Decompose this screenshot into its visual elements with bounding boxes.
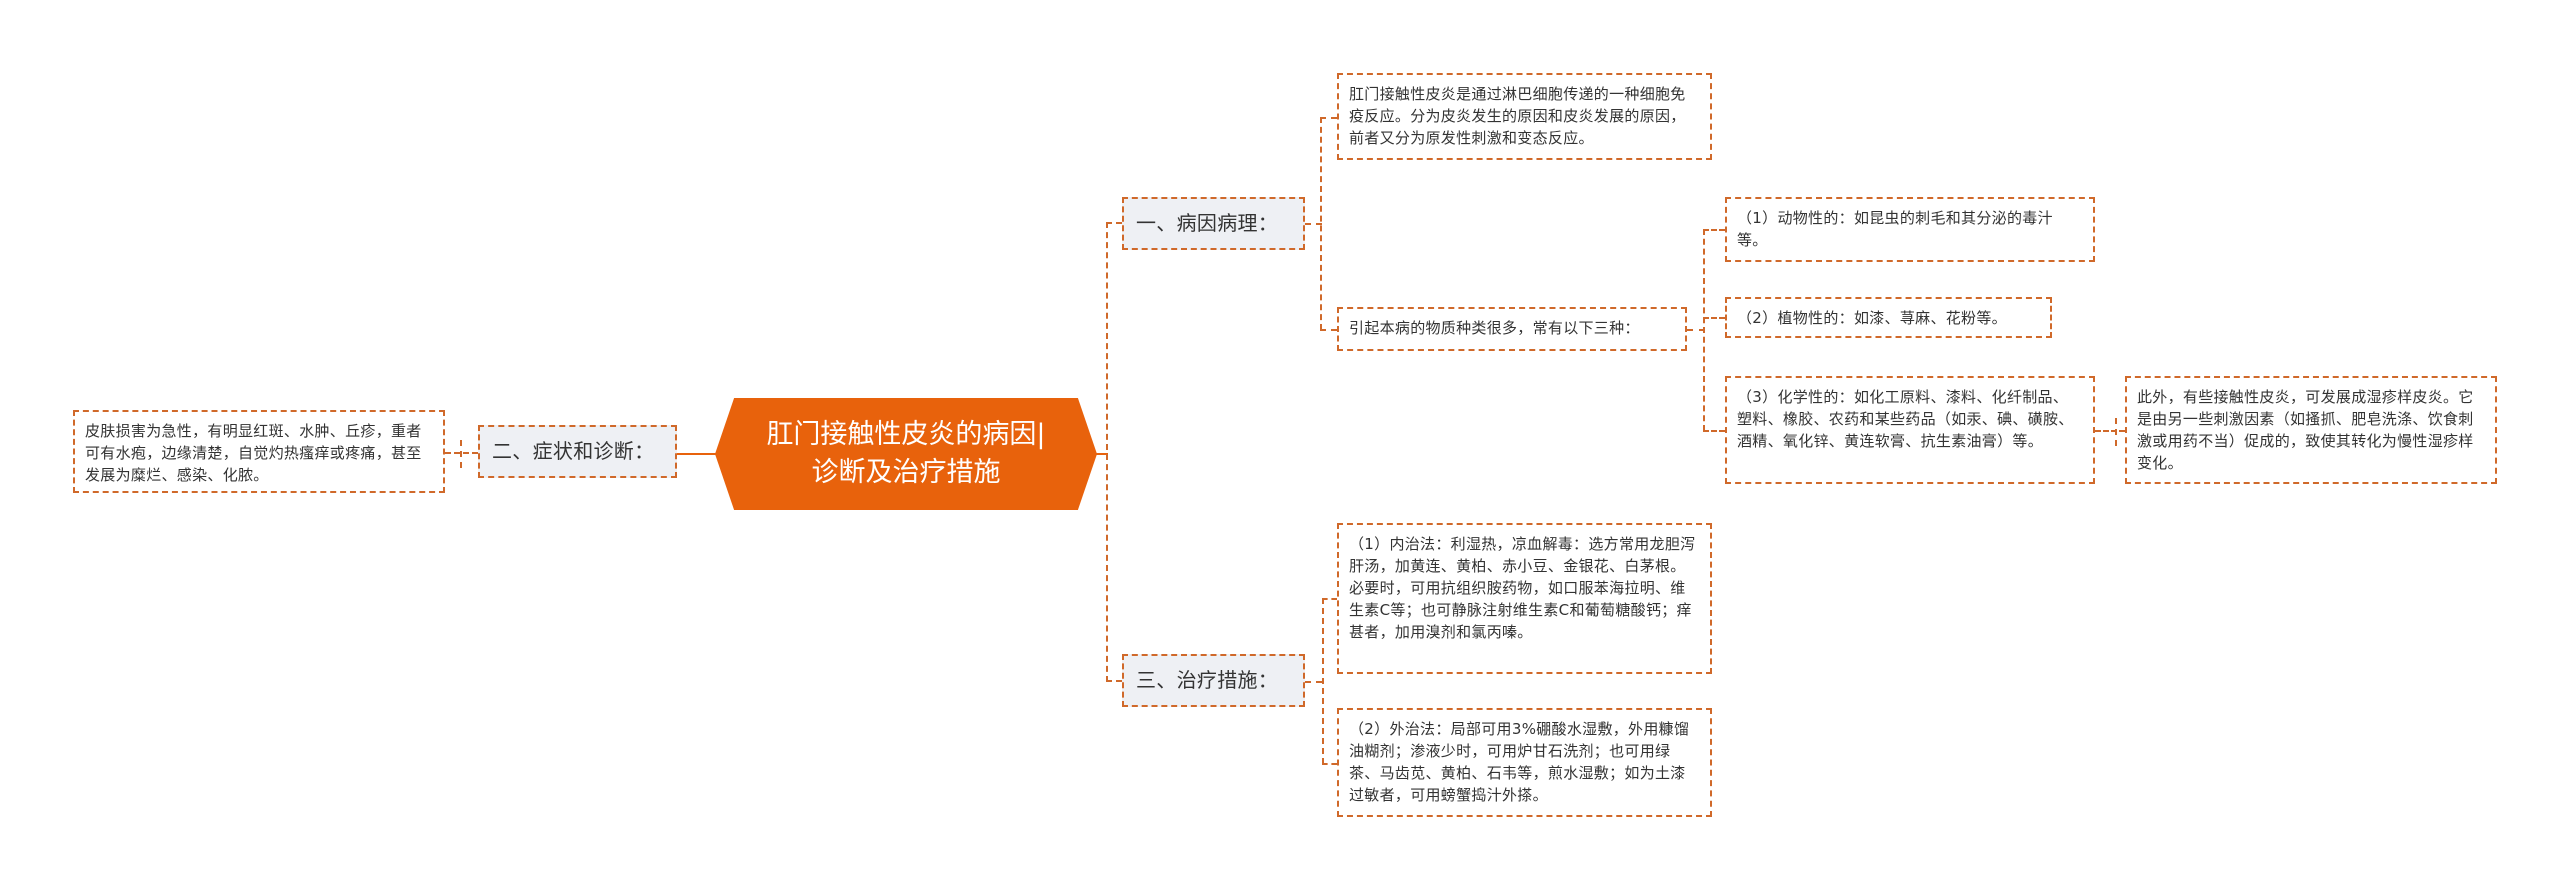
subtopic-text: （1）动物性的：如昆虫的刺毛和其分泌的毒汁等。	[1737, 209, 2053, 249]
root-topic-label: 肛门接触性皮炎的病因|诊断及治疗措施	[766, 419, 1046, 488]
connector-to-l2-a	[1320, 117, 1337, 119]
subtopic-plant-substances[interactable]: （2）植物性的：如漆、荨麻、花粉等。	[1725, 297, 2052, 338]
connector-root-left	[677, 453, 717, 455]
connector-to-l3-1	[1703, 229, 1725, 231]
subtopic-text: 肛门接触性皮炎是通过淋巴细胞传递的一种细胞免疫反应。分为皮炎发生的原因和皮炎发展…	[1349, 85, 1686, 147]
topic-symptoms-diagnosis[interactable]: 二、症状和诊断：	[478, 425, 677, 478]
connector-to-l2-d	[1322, 763, 1337, 765]
connector-root-right	[1095, 453, 1108, 455]
connector-l3-3-stub	[2115, 418, 2117, 446]
subtopic-symptoms-detail[interactable]: 皮肤损害为急性，有明显红斑、水肿、丘疹，重者可有水疱，边缘清楚，自觉灼热瘙痒或疼…	[73, 410, 445, 493]
connector-to-l3-3	[1703, 430, 1725, 432]
subtopic-external-treatment[interactable]: （2）外治法：局部可用3%硼酸水湿敷，外用糠馏油糊剂；渗液少时，可用炉甘石洗剂；…	[1337, 708, 1712, 817]
connector-to-l2-c	[1322, 598, 1337, 600]
connector-to-l3-2	[1703, 317, 1725, 319]
connector-l2-b-out	[1687, 329, 1705, 331]
connector-right-trunk	[1106, 222, 1108, 682]
subtopic-text: （1）内治法：利湿热，凉血解毒：选方常用龙胆泻肝汤，加黄连、黄柏、赤小豆、金银花…	[1349, 535, 1696, 641]
connector-l2-b-trunk	[1703, 229, 1705, 431]
connector-l1-1-out	[1305, 223, 1322, 225]
root-topic[interactable]: 肛门接触性皮炎的病因|诊断及治疗措施	[715, 398, 1097, 510]
subtopic-internal-treatment[interactable]: （1）内治法：利湿热，凉血解毒：选方常用龙胆泻肝汤，加黄连、黄柏、赤小豆、金银花…	[1337, 523, 1712, 674]
topic-etiology-pathology[interactable]: 一、病因病理：	[1122, 197, 1305, 250]
subtopic-text: 此外，有些接触性皮炎，可发展成湿疹样皮炎。它是由另一些刺激因素（如搔抓、肥皂洗涤…	[2137, 388, 2474, 472]
connector-left-stub	[460, 440, 462, 468]
subtopic-text: 引起本病的物质种类很多，常有以下三种：	[1349, 319, 1640, 337]
topic-label: 一、病因病理：	[1136, 211, 1279, 235]
connector-to-l1-3	[1106, 680, 1122, 682]
topic-label: 二、症状和诊断：	[492, 439, 655, 463]
connector-to-l2-b	[1320, 329, 1337, 331]
subtopic-immune-reaction[interactable]: 肛门接触性皮炎是通过淋巴细胞传递的一种细胞免疫反应。分为皮炎发生的原因和皮炎发展…	[1337, 73, 1712, 160]
subtopic-text: （2）外治法：局部可用3%硼酸水湿敷，外用糠馏油糊剂；渗液少时，可用炉甘石洗剂；…	[1349, 720, 1690, 804]
topic-treatment[interactable]: 三、治疗措施：	[1122, 654, 1305, 707]
subtopic-causative-substances[interactable]: 引起本病的物质种类很多，常有以下三种：	[1337, 307, 1687, 351]
topic-label: 三、治疗措施：	[1136, 668, 1279, 692]
subtopic-text: （2）植物性的：如漆、荨麻、花粉等。	[1737, 309, 2007, 327]
subtopic-animal-substances[interactable]: （1）动物性的：如昆虫的刺毛和其分泌的毒汁等。	[1725, 197, 2095, 262]
subtopic-text: （3）化学性的：如化工原料、漆料、化纤制品、塑料、橡胶、农药和某些药品（如汞、碘…	[1737, 388, 2074, 450]
connector-to-l1-1	[1106, 222, 1122, 224]
connector-l1-3-out	[1305, 681, 1322, 683]
subtopic-eczema-dermatitis[interactable]: 此外，有些接触性皮炎，可发展成湿疹样皮炎。它是由另一些刺激因素（如搔抓、肥皂洗涤…	[2125, 376, 2497, 484]
subtopic-chemical-substances[interactable]: （3）化学性的：如化工原料、漆料、化纤制品、塑料、橡胶、农药和某些药品（如汞、碘…	[1725, 376, 2095, 484]
connector-l1-1-trunk	[1320, 117, 1322, 330]
connector-l1-3-trunk	[1322, 598, 1324, 764]
connector-l3-3-out	[2095, 430, 2125, 432]
subtopic-text: 皮肤损害为急性，有明显红斑、水肿、丘疹，重者可有水疱，边缘清楚，自觉灼热瘙痒或疼…	[85, 422, 422, 484]
